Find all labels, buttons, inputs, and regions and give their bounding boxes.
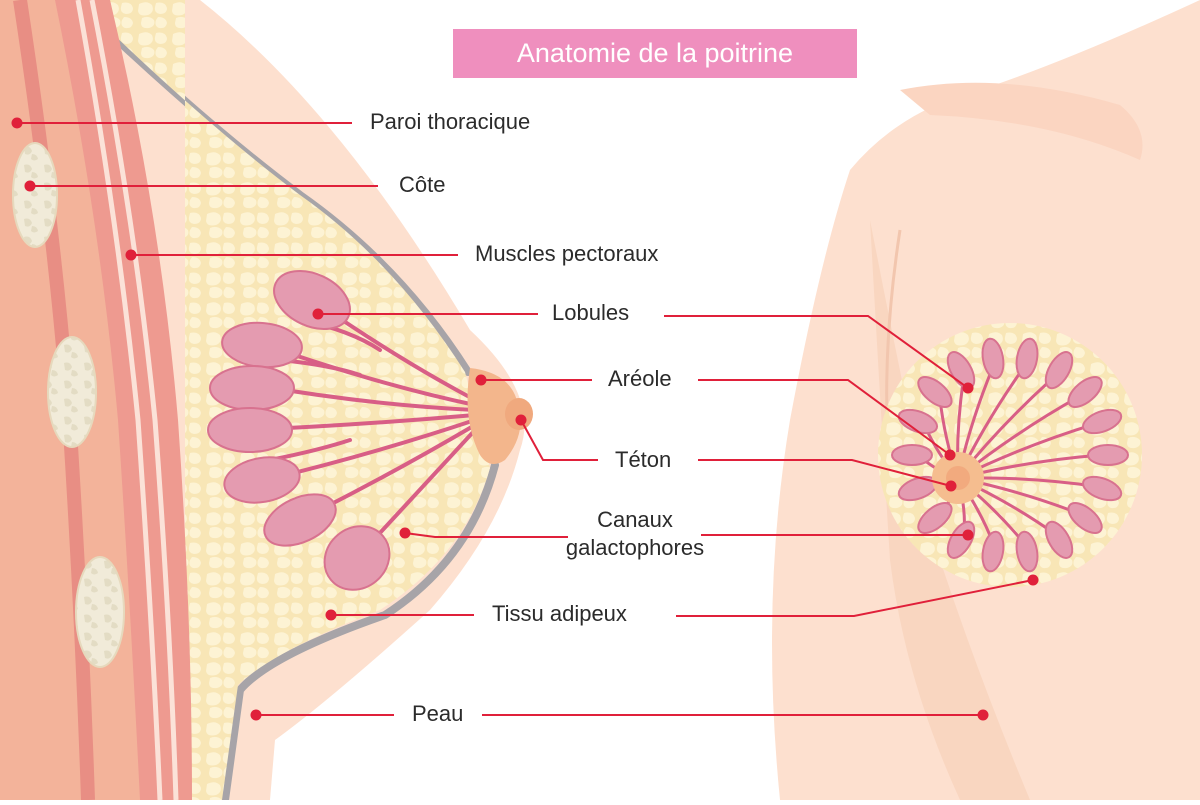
front-lobule: [1081, 475, 1123, 502]
pointer-dots: [11, 117, 1039, 721]
areola-side: [467, 368, 521, 464]
front-lobule: [917, 376, 953, 408]
front-lobule: [1044, 351, 1074, 390]
front-lobule: [981, 337, 1005, 380]
front-lobule: [1015, 337, 1039, 380]
muscle-fibers: [75, 0, 179, 801]
label-muscles-pectoraux: Muscles pectoraux: [475, 241, 659, 266]
pectoral-muscle: [55, 0, 192, 800]
front-lobule: [1044, 520, 1074, 559]
front-lobule: [1015, 530, 1039, 573]
label-areole: Aréole: [608, 366, 672, 391]
rib-1: [12, 142, 58, 248]
rib-2: [47, 336, 97, 448]
lobules-left: [207, 269, 391, 591]
front-lobule: [891, 444, 933, 466]
body-shade: [870, 220, 1030, 800]
label-canaux-line2: galactophores: [565, 534, 705, 560]
rib-3: [75, 556, 125, 668]
label-teton: Téton: [615, 447, 672, 472]
label-canaux-line1: Canaux: [597, 507, 673, 532]
pointer-lines: [17, 122, 1034, 716]
label-tissu-adipeux: Tissu adipeux: [492, 601, 627, 626]
nipple-side: [505, 398, 533, 430]
label-cote: Côte: [399, 172, 446, 197]
front-lobule: [1087, 444, 1129, 466]
label-paroi-thoracique: Paroi thoracique: [370, 109, 531, 134]
front-view: [772, 0, 1200, 800]
label-peau: Peau: [412, 701, 464, 726]
front-lobule: [897, 408, 939, 435]
cross-section: [0, 0, 533, 804]
front-lobule: [1067, 502, 1103, 534]
front-lobule: [981, 530, 1005, 573]
front-lobule: [917, 502, 953, 534]
label-canaux-galactophores: Canaux galactophores: [540, 506, 730, 561]
diagram-title: Anatomie de la poitrine: [453, 29, 857, 78]
shoulder-shade: [900, 82, 1143, 160]
lobules-front: [891, 337, 1129, 573]
label-lobules: Lobules: [552, 300, 630, 325]
front-lobule: [1081, 408, 1123, 435]
front-lobule: [1067, 376, 1103, 408]
